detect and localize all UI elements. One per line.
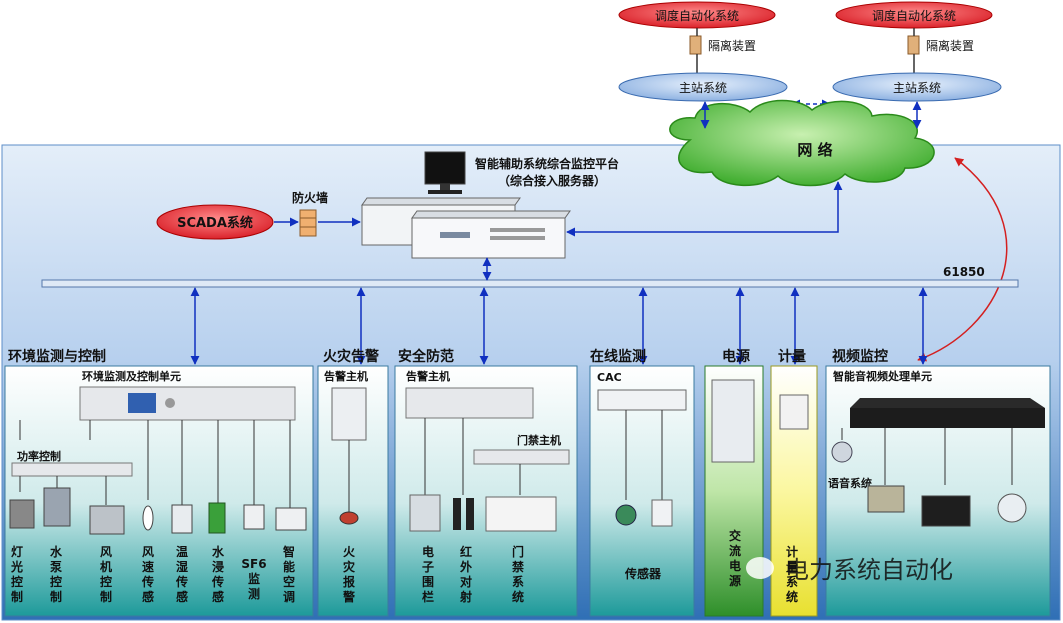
svg-text:主站系统: 主站系统: [893, 81, 941, 95]
speaker-icon: [831, 441, 853, 463]
env-unit-label: 环境监测及控制单元: [82, 369, 181, 383]
svg-text:调度自动化系统: 调度自动化系统: [872, 8, 956, 23]
svg-text:SCADA系统: SCADA系统: [177, 215, 253, 231]
video-processor-icon: [850, 398, 1045, 428]
fire-alarm-host-icon: [331, 387, 367, 441]
smoke-detector-icon: [339, 511, 359, 525]
power-control-icon: [11, 462, 133, 477]
infrared-icon: [453, 498, 461, 530]
dispatch-system-left: 调度自动化系统: [618, 1, 776, 29]
env-device-label: 水浸传感: [211, 544, 225, 604]
svg-text:隔离装置: 隔离装置: [708, 38, 756, 53]
security-device-label: 红外对射: [459, 544, 472, 604]
meter-icon: [779, 394, 809, 430]
env-device-label: 温湿传感: [175, 545, 188, 604]
security-section-title: 安全防范: [398, 348, 454, 365]
humidity-sensor-icon: [171, 504, 193, 534]
infrared-icon: [466, 498, 474, 530]
platform-title: 智能辅助系统综合监控平台: [474, 156, 619, 171]
door-host-icon: [473, 449, 570, 465]
env-control-unit-icon: [79, 386, 296, 421]
isolation-icon: [689, 35, 702, 55]
pump-control-icon: [43, 487, 71, 527]
isolation-device-right: 隔离装置: [907, 35, 974, 55]
env-device-label: 水泵控制: [50, 544, 63, 604]
meter-section-title: 计量: [778, 348, 806, 365]
arrow: [566, 181, 843, 237]
wind-sensor-icon: [142, 505, 154, 531]
video-section-title: 视频监控: [832, 348, 888, 365]
cac-device-icon: [597, 389, 687, 411]
camera-icon: [921, 495, 971, 527]
voice-system-label: 语音系统: [828, 476, 872, 490]
security-device-label: 电子围栏: [422, 544, 434, 604]
svg-text:电力系统自动化: 电力系统自动化: [785, 556, 953, 584]
dispatch-system-right: 调度自动化系统: [835, 1, 993, 29]
master-station-right: 主站系统: [832, 72, 1002, 102]
security-alarm-host-icon: [405, 387, 534, 419]
fan-control-icon: [89, 505, 125, 535]
power-section-title: 电源: [722, 348, 750, 365]
sensor-icon: [615, 504, 637, 526]
env-device-label: 风机控制: [100, 545, 112, 604]
isolation-icon: [907, 35, 920, 55]
ptz-camera-icon: [867, 485, 905, 513]
isolation-device-left: 隔离装置: [689, 35, 756, 55]
light-control-icon: [9, 499, 35, 529]
env-device-label: 智能空调: [282, 544, 295, 604]
fire-section-title: 火灾告警: [323, 348, 379, 365]
env-device-label: 灯光控制: [10, 544, 23, 604]
bus-label: 61850: [943, 265, 985, 279]
wechat-icon: [746, 557, 774, 579]
video-unit-label: 智能音视频处理单元: [833, 369, 932, 383]
env-device-label: 风速传感: [141, 545, 154, 604]
master-station-left: 主站系统: [618, 72, 788, 102]
sf6-monitor-icon: [243, 504, 265, 530]
door-host-label: 门禁主机: [517, 433, 561, 447]
server-icon: [361, 197, 571, 259]
fire-host-label: 告警主机: [324, 369, 368, 383]
power-control-label: 功率控制: [17, 449, 61, 463]
env-section-title: 环境监测与控制: [8, 348, 106, 365]
air-conditioner-icon: [275, 507, 307, 531]
firewall-icon: [299, 209, 317, 237]
firewall: 防火墙: [292, 190, 328, 237]
watermark: 电力系统自动化: [746, 556, 953, 584]
video-network-link: [917, 157, 1008, 362]
sensor-label: 传感器: [624, 566, 662, 581]
svg-text:调度自动化系统: 调度自动化系统: [655, 8, 739, 23]
svg-text:隔离装置: 隔离装置: [926, 38, 974, 53]
network-cloud: 网 络: [669, 99, 935, 187]
sensor-icon: [651, 499, 673, 527]
meter-device-label: 计量系统: [786, 544, 798, 604]
fire-device-label: 火灾报警: [342, 545, 356, 604]
electronic-fence-icon: [409, 494, 441, 532]
online-section-title: 在线监测: [590, 348, 646, 365]
svg-text:防火墙: 防火墙: [292, 190, 328, 205]
svg-text:主站系统: 主站系统: [679, 81, 727, 95]
scada-system: SCADA系统: [156, 204, 274, 240]
bus-61850: [41, 279, 1019, 288]
security-device-label: 门禁系统: [512, 544, 524, 604]
dome-camera-icon: [997, 493, 1027, 523]
security-host-label: 告警主机: [406, 369, 450, 383]
monitor-icon: [424, 151, 466, 194]
power-device-label: 交流电源: [729, 528, 741, 588]
water-sensor-icon: [208, 502, 226, 534]
svg-text:网 络: 网 络: [797, 141, 832, 159]
platform-subtitle: （综合接入服务器）: [498, 173, 606, 188]
power-cabinet-icon: [711, 379, 755, 463]
door-access-icon: [485, 496, 557, 532]
cac-label: CAC: [597, 371, 622, 384]
